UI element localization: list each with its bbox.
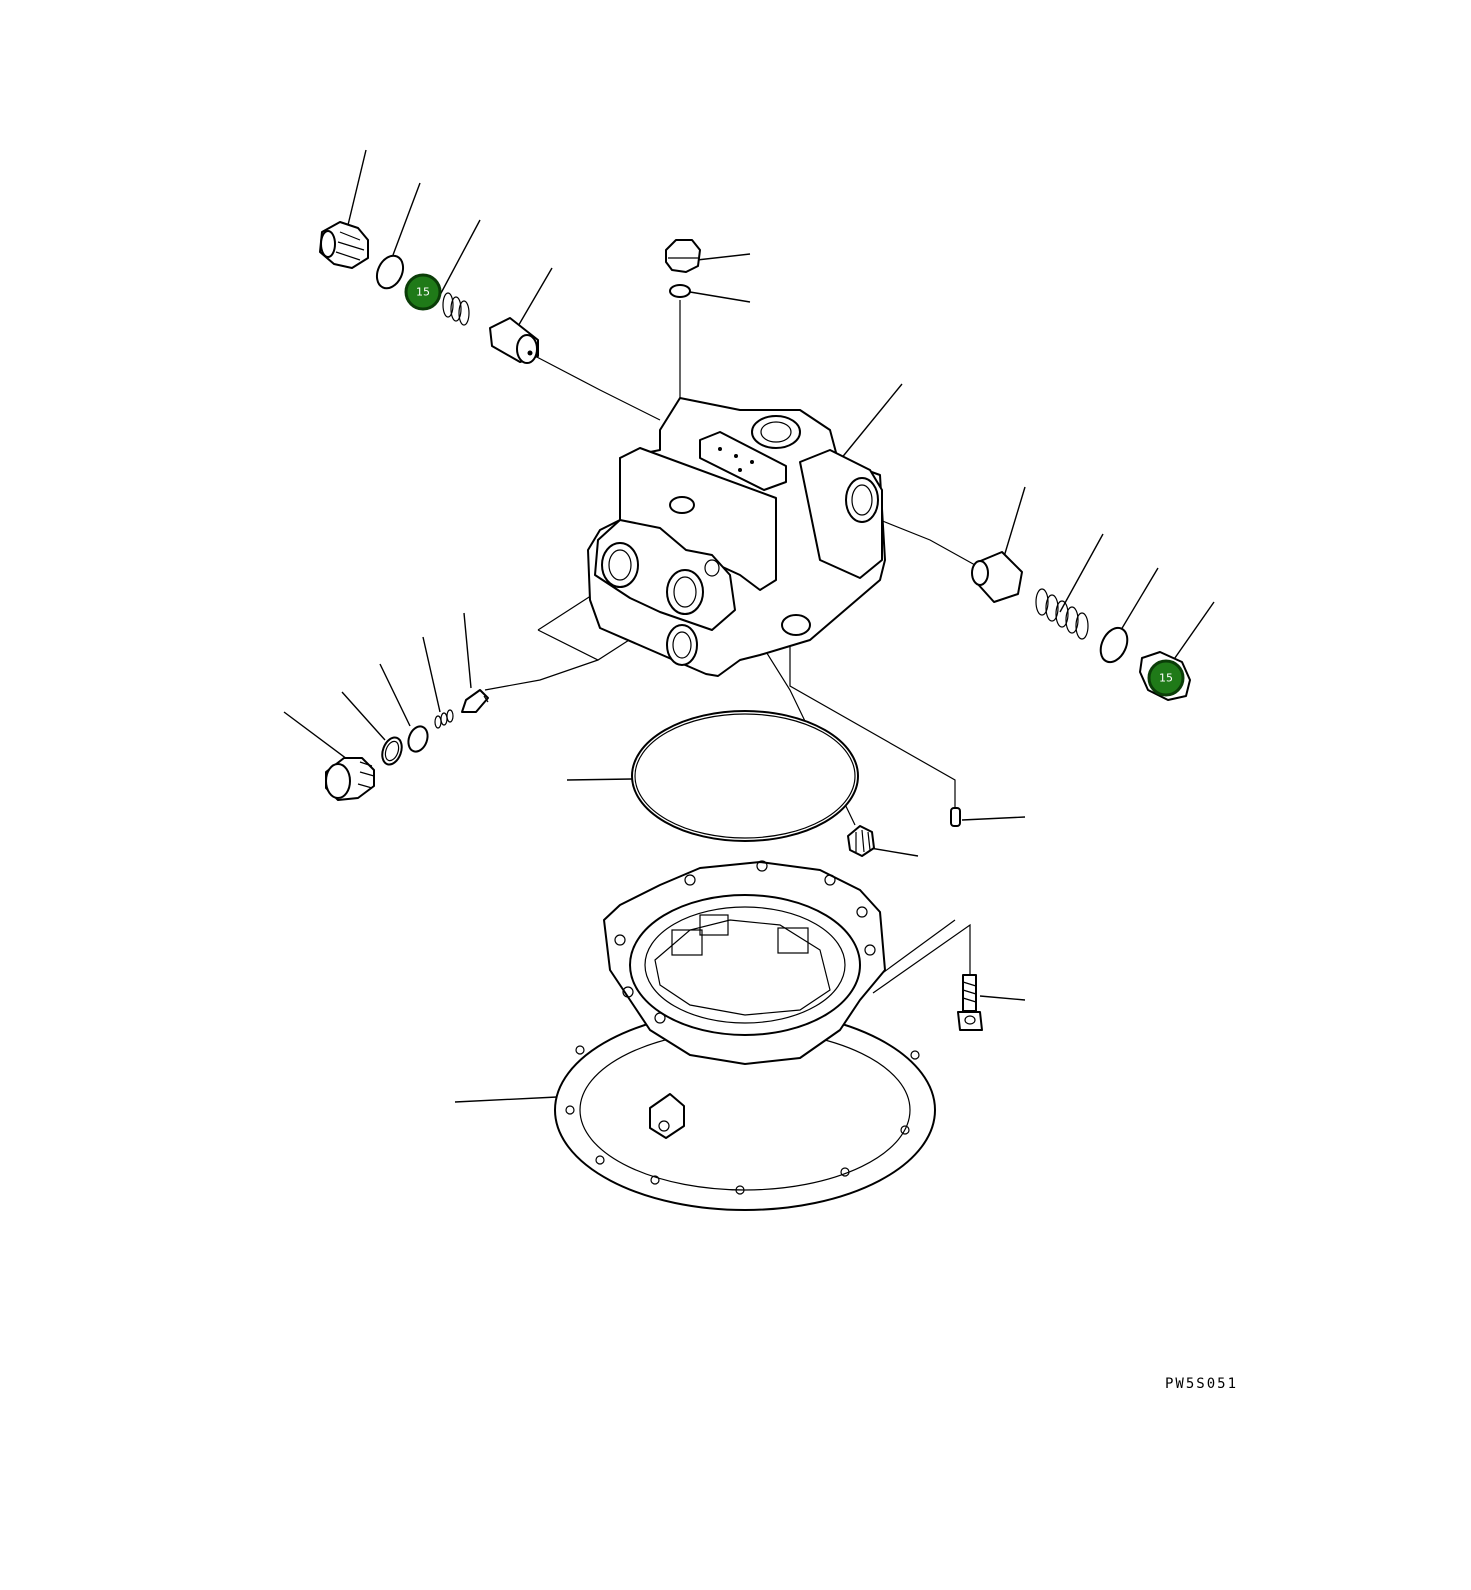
plug-upper-left	[319, 221, 369, 269]
callout-15-upper[interactable]: 15	[404, 273, 442, 311]
bolt	[957, 974, 983, 1031]
o-ring-upper-left	[375, 254, 405, 290]
o-ring-lower-left	[407, 725, 429, 753]
spring-right	[1035, 588, 1089, 640]
drawing-code-label: PW5S051	[1165, 1376, 1239, 1392]
plug-top	[665, 239, 701, 298]
callout-label: 15	[1159, 672, 1173, 685]
pin	[950, 807, 961, 827]
valve-body	[587, 397, 886, 677]
o-ring-large	[631, 710, 859, 842]
piston-upper-left	[489, 317, 539, 364]
callout-label: 15	[416, 286, 430, 299]
motor-housing	[554, 860, 936, 1211]
callout-15-right[interactable]: 15	[1147, 659, 1185, 697]
backup-ring-lower-left	[381, 736, 403, 766]
poppet-lower-left	[461, 689, 489, 713]
plug-small	[847, 825, 875, 857]
plug-lower-left	[325, 757, 375, 801]
piston-right	[971, 551, 1023, 603]
o-ring-right	[1099, 626, 1129, 664]
spring-upper-left	[442, 292, 470, 326]
bolt-holes	[565, 860, 920, 1195]
spring-lower-left	[434, 709, 454, 729]
